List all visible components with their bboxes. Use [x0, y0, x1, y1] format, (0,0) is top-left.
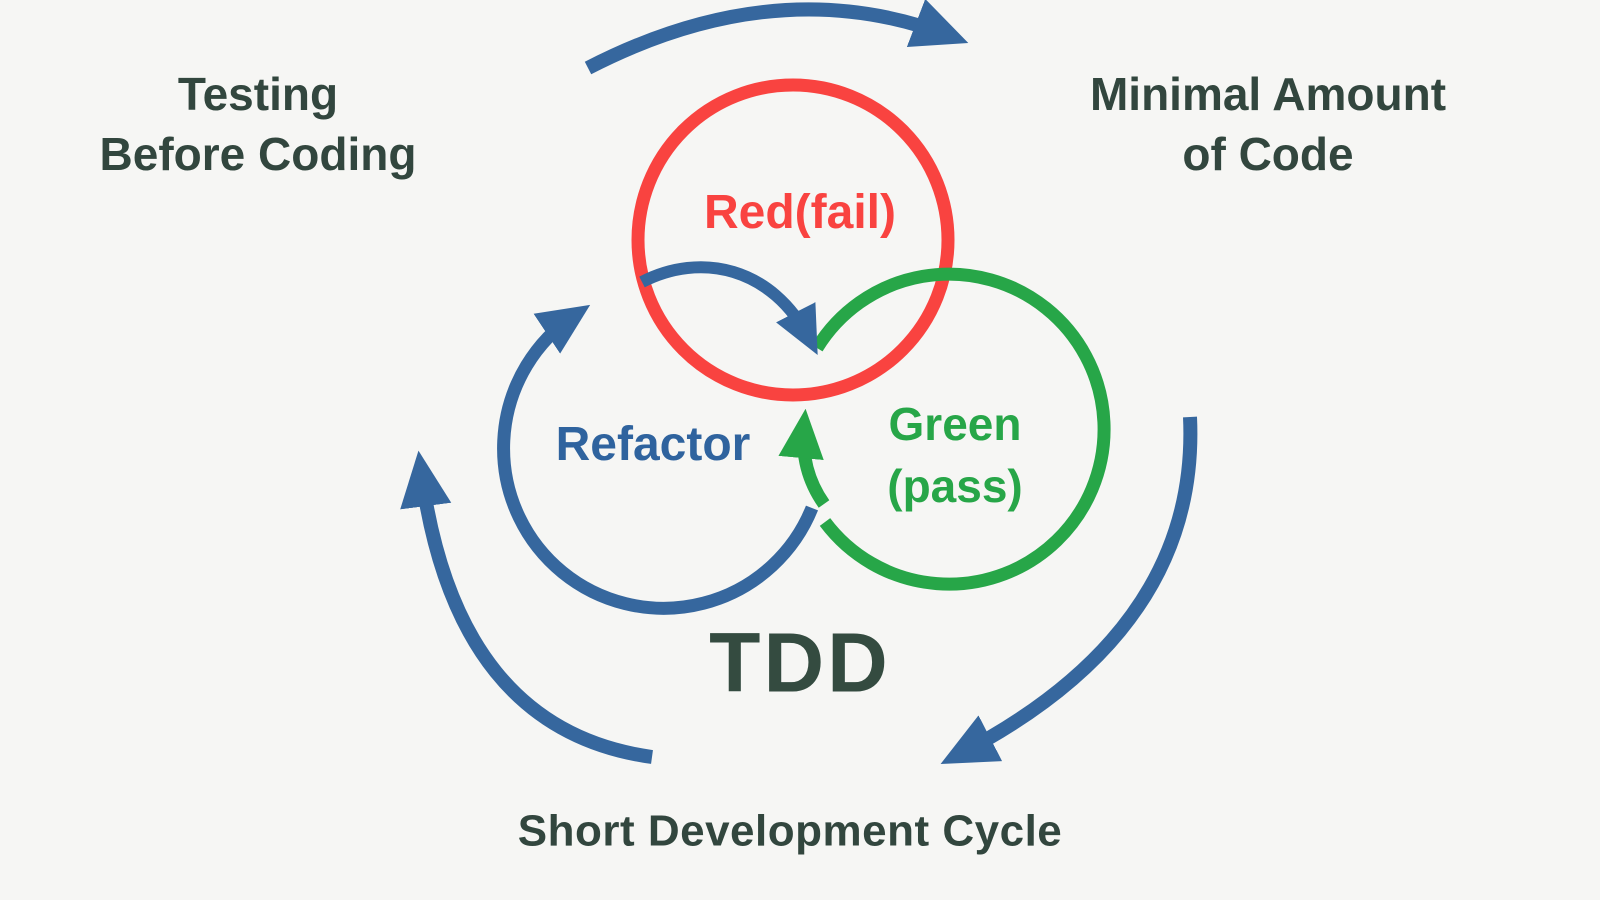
green-pass-arrow: [778, 408, 830, 508]
label-green-pass: Green (pass): [887, 393, 1022, 517]
diagram-title-tdd: TDD: [709, 615, 891, 710]
label-line: Testing: [177, 68, 339, 121]
label-line: (pass): [887, 460, 1023, 512]
label-refactor: Refactor: [555, 417, 751, 471]
label-short-development-cycle: Short Development Cycle: [517, 806, 1063, 856]
label-line: of Code: [1182, 128, 1354, 180]
label-line: Before Coding: [99, 128, 417, 180]
cycle-arrow-right: [940, 416, 1198, 765]
label-red-fail: Red(fail): [704, 185, 896, 239]
cycle-arrow-top: [584, 0, 969, 75]
red-fail-circle: [631, 78, 955, 402]
label-testing-before-coding: Testing Before Coding: [100, 65, 417, 185]
label-minimal-amount-of-code: Minimal Amount of Code: [1090, 65, 1446, 185]
red-to-green-arrow: [639, 261, 818, 355]
label-line: Green: [888, 397, 1022, 450]
cycle-arrow-left: [400, 450, 653, 764]
green-pass-circle: [811, 267, 1111, 591]
label-line: Minimal Amount: [1089, 68, 1447, 121]
refactor-circle-arrow: [497, 304, 819, 615]
